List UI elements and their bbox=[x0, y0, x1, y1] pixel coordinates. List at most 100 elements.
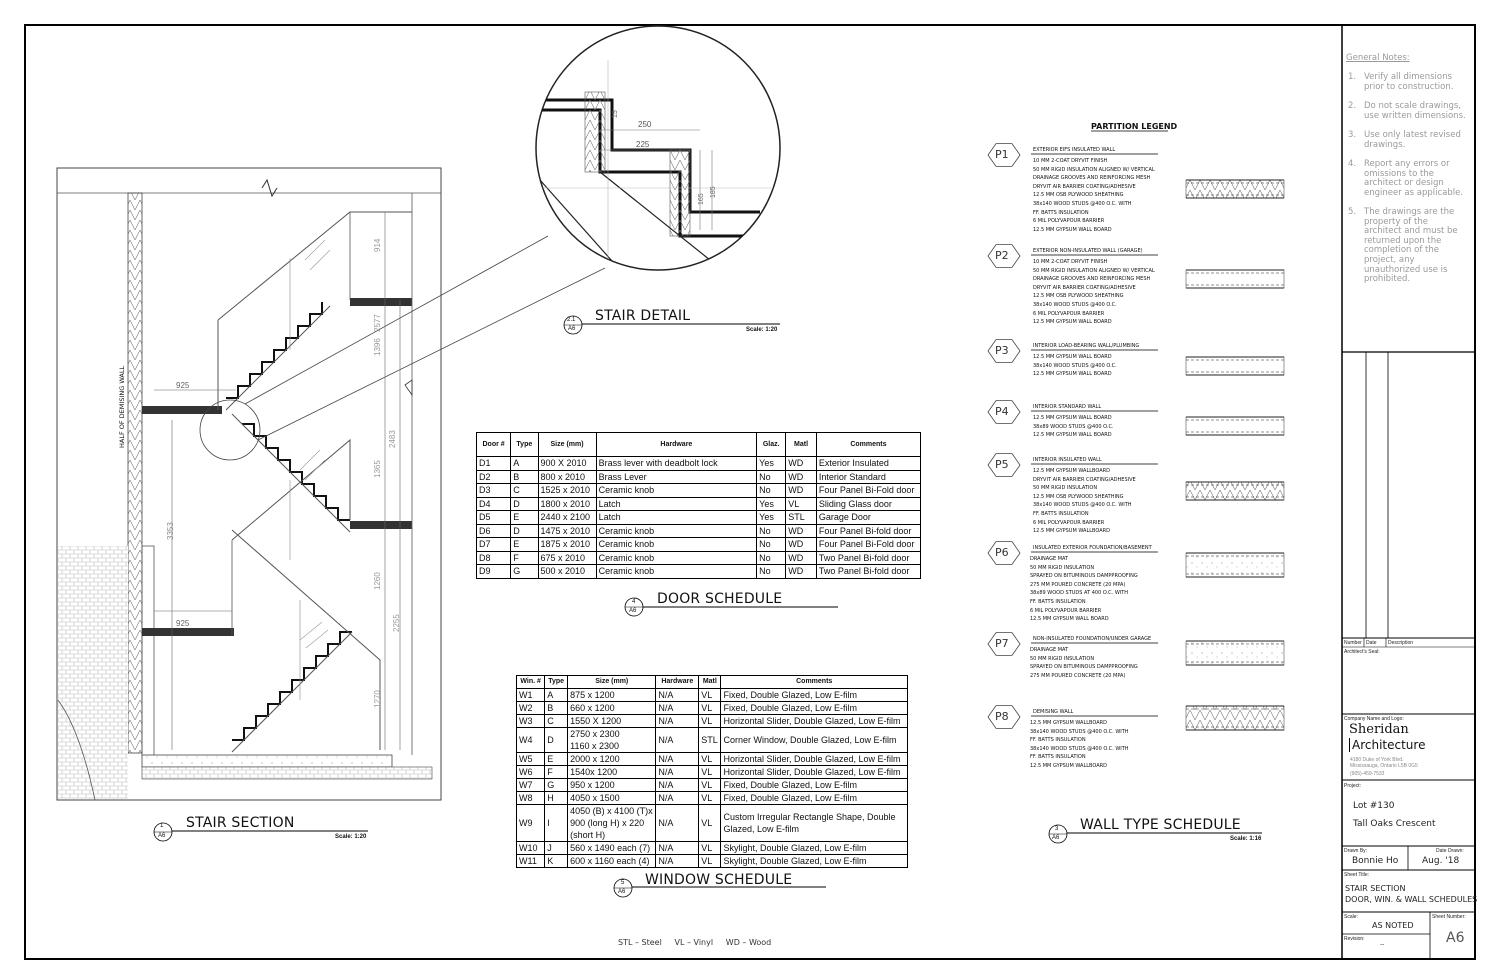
window-schedule-cell: 560 x 1490 each (7) bbox=[567, 841, 657, 855]
date-drawn-value: Aug. '18 bbox=[1422, 856, 1460, 866]
door-schedule-cell: D8 bbox=[475, 550, 512, 565]
partition-layer: 275 MM POURED CONCRETE (20 MPA) bbox=[1030, 672, 1126, 679]
partition-hex-p1 bbox=[987, 143, 1021, 167]
dim-925-upper: 925 bbox=[176, 381, 190, 390]
partition-layer: 12.5 MM GYPSUM WALL BOARD bbox=[1033, 432, 1112, 439]
company-address-1: 4180 Duke of York Blvd. bbox=[1350, 757, 1404, 763]
partition-layer: 12.5 MM OSB PLYWOOD SHEATHING bbox=[1033, 493, 1124, 500]
partition-layer: 50 MM RIGID INSULATION ALIGNED W/ VERTIC… bbox=[1033, 166, 1155, 173]
window-schedule-cell: C bbox=[544, 714, 569, 728]
partition-layer: 38x140 WOOD STUDS @400 O.C. WITH bbox=[1030, 745, 1129, 752]
window-schedule-cell: G bbox=[544, 778, 569, 792]
dim-1365: 1365 bbox=[373, 460, 382, 478]
window-schedule-cell: N/A bbox=[655, 765, 700, 779]
partition-layer: 12.5 MM GYPSUM WALL BOARD bbox=[1033, 371, 1112, 378]
material-legend: STL – Steel VL – Vinyl WD – Wood bbox=[618, 938, 772, 947]
partition-layer: 38x89 WOOD STUDS @400 O.C. bbox=[1033, 423, 1114, 430]
partition-title: INTERIOR STANDARD WALL bbox=[1033, 404, 1102, 410]
general-note-line: returned upon the bbox=[1364, 235, 1442, 246]
window-schedule-cell: E bbox=[544, 752, 569, 766]
door-schedule-cell: 675 x 2010 bbox=[537, 550, 597, 565]
window-schedule-cell: Custom Irregular Rectangle Shape, Double… bbox=[720, 804, 908, 842]
partition-layer: DRAINAGE GROOVES AND REINFORCING MESH bbox=[1033, 175, 1151, 182]
dim-1396: 1396 bbox=[373, 338, 382, 356]
door-schedule-cell: 800 x 2010 bbox=[537, 469, 597, 484]
door-schedule-cell: D9 bbox=[475, 564, 512, 579]
door-schedule-cell: D1 bbox=[475, 456, 512, 471]
door-schedule-cell: Interior Standard bbox=[815, 469, 922, 484]
door-schedule-cell: 900 X 2010 bbox=[537, 456, 597, 471]
dim-2483: 2483 bbox=[388, 430, 397, 448]
stair-detail-drawing bbox=[535, 25, 781, 271]
door-schedule-cell: D3 bbox=[475, 483, 512, 498]
sheet-number-label: Sheet Number: bbox=[1432, 914, 1466, 920]
dim-1260: 1260 bbox=[373, 572, 382, 590]
general-note-line: architect or design bbox=[1364, 178, 1444, 189]
door-schedule-cell: WD bbox=[785, 523, 817, 538]
window-schedule-cell: VL bbox=[698, 701, 722, 715]
door-schedule-cell: D5 bbox=[475, 510, 512, 525]
door-schedule-cell: Two Panel Bi-fold door bbox=[815, 564, 922, 579]
window-schedule-cell: K bbox=[544, 854, 569, 868]
partition-layer: 12.5 MM GYPSUM WALLBOARD bbox=[1033, 528, 1110, 535]
sheet-number-value: A6 bbox=[1446, 930, 1465, 946]
window-schedule-cell: N/A bbox=[655, 701, 700, 715]
wall-type-schedule-scale: Scale: 1:16 bbox=[1230, 836, 1262, 842]
partition-layer: DRYVIT AIR BARRIER COATING/ADHESIVE bbox=[1033, 183, 1136, 190]
partition-graphics bbox=[987, 130, 1285, 731]
general-note-line: prohibited. bbox=[1364, 274, 1411, 285]
company-phone: (905)-459-7533 bbox=[1350, 771, 1385, 777]
window-schedule-cell: VL bbox=[698, 778, 722, 792]
general-note-line: unauthorized use is bbox=[1364, 264, 1448, 275]
door-schedule-header-3: Hardware bbox=[595, 432, 758, 457]
door-schedule-cell: E bbox=[510, 537, 539, 552]
company-name-line1: Sheridan bbox=[1349, 722, 1409, 737]
view-title-graphics bbox=[153, 315, 1262, 898]
door-schedule-cell: Yes bbox=[756, 456, 787, 471]
general-note-line: completion of the bbox=[1364, 245, 1439, 256]
window-schedule-cell: B bbox=[544, 701, 569, 715]
sheet-title-label: Sheet Title: bbox=[1344, 872, 1370, 878]
door-schedule-cell: 500 x 2010 bbox=[537, 564, 597, 579]
window-schedule-cell: N/A bbox=[655, 752, 700, 766]
window-schedule-title: WINDOW SCHEDULE bbox=[645, 872, 793, 888]
door-schedule-cell: Sliding Glass door bbox=[815, 496, 922, 511]
door-schedule-cell: WD bbox=[785, 550, 817, 565]
dim-2255: 2255 bbox=[392, 614, 401, 632]
door-schedule-cell: WD bbox=[785, 537, 817, 552]
door-schedule-cell: Garage Door bbox=[815, 510, 922, 525]
window-schedule-cell: VL bbox=[698, 752, 722, 766]
partition-layer: DRYVIT AIR BARRIER COATING/ADHESIVE bbox=[1033, 284, 1136, 291]
window-schedule-cell: Fixed, Double Glazed, Low E-film bbox=[720, 791, 908, 805]
general-note-line: Do not scale drawings, bbox=[1364, 101, 1461, 111]
stair-detail-num: 2.1 bbox=[567, 317, 576, 323]
partition-layer: 12.5 MM GYPSUM WALLBOARD bbox=[1030, 720, 1107, 726]
window-schedule-cell: Horizontal Slider, Double Glazed, Low E-… bbox=[720, 752, 908, 766]
door-schedule-cell: WD bbox=[785, 564, 817, 579]
partition-swatch-p8 bbox=[1185, 705, 1285, 731]
partition-layer: 275 MM POURED CONCRETE (20 MPA) bbox=[1030, 581, 1126, 588]
sheet-title-line2: DOOR, WIN. & WALL SCHEDULES bbox=[1345, 895, 1478, 904]
stair-section-drawing bbox=[56, 167, 606, 801]
partition-title: INTERIOR LOAD-BEARING WALL/PLUMBING bbox=[1033, 343, 1140, 349]
drawn-by-label: Drawn By: bbox=[1344, 848, 1368, 854]
door-schedule-cell: VL bbox=[785, 496, 817, 511]
door-schedule-cell: Ceramic knob bbox=[595, 537, 758, 552]
window-schedule-cell: VL bbox=[698, 841, 722, 855]
dim-2577: 2577 bbox=[373, 314, 382, 332]
window-schedule-cell: W4 bbox=[515, 727, 546, 753]
project-label: Project: bbox=[1344, 783, 1361, 789]
date-drawn-label: Date Drawn: bbox=[1436, 848, 1464, 854]
project-line1: Lot #130 bbox=[1353, 801, 1395, 811]
window-schedule-cell: W8 bbox=[515, 791, 546, 805]
partition-layer: 38x140 WOOD STUDS @400 O.C. WITH bbox=[1030, 728, 1129, 735]
door-schedule-cell: D bbox=[510, 523, 539, 538]
door-schedule-cell: Four Panel Bi-Fold door bbox=[815, 537, 922, 552]
